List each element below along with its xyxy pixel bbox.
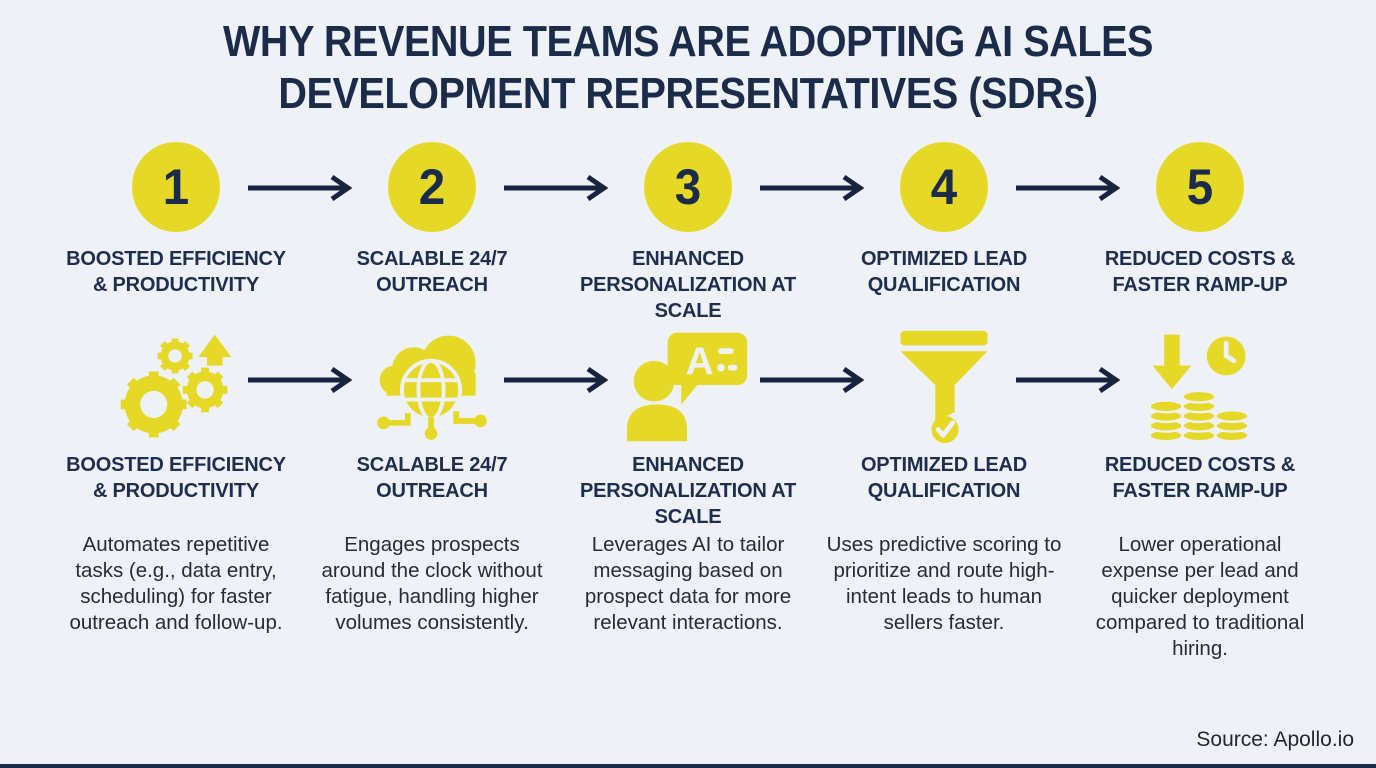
- right-arrow-icon: [1016, 174, 1121, 202]
- source-attribution: Source: Apollo.io: [1196, 728, 1354, 751]
- step-description: Engages prospects around the clock witho…: [321, 533, 543, 635]
- step-descriptions-row: Automates repetitive tasks (e.g., data e…: [48, 532, 1328, 662]
- right-arrow-icon: [760, 174, 865, 202]
- numbered-steps-row: 1 2 3 4 5: [48, 142, 1328, 232]
- step-number: 5: [1186, 159, 1214, 215]
- step-circle-4: 4: [900, 142, 988, 232]
- step-label: BOOSTED EFFICIENCY & PRODUCTIVITY: [66, 248, 286, 296]
- step-circle-3: 3: [644, 142, 732, 232]
- gears-growth-icon: [120, 334, 232, 438]
- page-title: WHY REVENUE TEAMS ARE ADOPTING AI SALES …: [222, 17, 1154, 118]
- step-labels-row: BOOSTED EFFICIENCY & PRODUCTIVITY SCALAB…: [48, 246, 1328, 324]
- funnel-check-icon: [900, 330, 988, 444]
- bottom-accent-bar: [0, 764, 1376, 768]
- step-icons-row: A: [48, 328, 1328, 446]
- step-label: ENHANCED PERSONALIZATION AT SCALE: [579, 454, 797, 528]
- right-arrow-icon: [760, 366, 865, 394]
- step-description: Uses predictive scoring to prioritize an…: [826, 533, 1062, 635]
- right-arrow-icon: [1016, 366, 1121, 394]
- step-number: 2: [418, 159, 446, 215]
- cloud-network-globe-icon: [377, 335, 487, 440]
- step-label: BOOSTED EFFICIENCY & PRODUCTIVITY: [66, 454, 286, 502]
- right-arrow-icon: [504, 174, 609, 202]
- step-circle-5: 5: [1156, 142, 1244, 232]
- step-number: 4: [930, 159, 958, 215]
- step-description: Automates repetitive tasks (e.g., data e…: [69, 533, 283, 635]
- step-number: 1: [162, 159, 190, 215]
- right-arrow-icon: [504, 366, 609, 394]
- coins-clock-down-arrow-icon: [1148, 334, 1250, 443]
- step-number: 3: [674, 159, 702, 215]
- step-description: Leverages AI to tailor messaging based o…: [584, 533, 792, 635]
- step-labels-row-2: BOOSTED EFFICIENCY & PRODUCTIVITY SCALAB…: [48, 452, 1328, 530]
- step-circle-2: 2: [388, 142, 476, 232]
- step-circle-1: 1: [132, 142, 220, 232]
- step-description: Lower operational expense per lead and q…: [1095, 533, 1305, 661]
- step-label: OPTIMIZED LEAD QUALIFICATION: [860, 248, 1028, 296]
- step-label: OPTIMIZED LEAD QUALIFICATION: [860, 454, 1028, 502]
- step-label: SCALABLE 24/7 OUTREACH: [356, 454, 508, 502]
- svg-text:A: A: [686, 340, 714, 383]
- person-chat-ai-icon: A: [626, 332, 748, 442]
- step-label: SCALABLE 24/7 OUTREACH: [356, 248, 508, 296]
- right-arrow-icon: [248, 174, 353, 202]
- step-label: REDUCED COSTS & FASTER RAMP-UP: [1104, 248, 1296, 296]
- step-label: REDUCED COSTS & FASTER RAMP-UP: [1104, 454, 1296, 502]
- right-arrow-icon: [248, 366, 353, 394]
- step-label: ENHANCED PERSONALIZATION AT SCALE: [579, 248, 797, 322]
